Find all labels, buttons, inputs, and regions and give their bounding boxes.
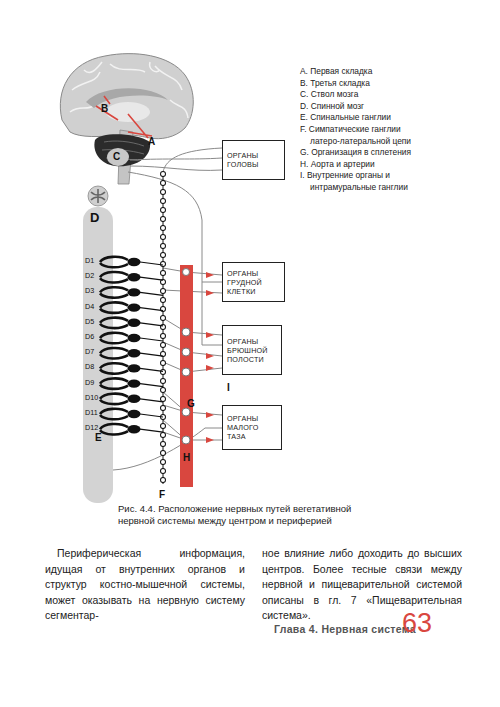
ganglion xyxy=(182,436,190,444)
pelvic-line xyxy=(113,428,222,470)
spinal-nerve xyxy=(100,348,163,358)
callout-letter: E xyxy=(95,432,102,443)
red-mark xyxy=(206,365,214,371)
segment-label: D7 xyxy=(85,347,94,356)
red-pathway xyxy=(96,96,152,138)
segment-label: D5 xyxy=(85,317,94,326)
spinal-nerve xyxy=(100,257,163,267)
legend-item: E. Спинальные ганглии xyxy=(300,112,422,124)
ganglion xyxy=(182,408,190,416)
legend-item: A. Первая складка xyxy=(300,66,422,78)
legend-list: A. Первая складкаB. Третья складкаC. Ств… xyxy=(300,66,422,194)
vagus-branch xyxy=(202,282,222,283)
segment-label: D3 xyxy=(85,286,94,295)
cranial-nerve xyxy=(130,158,222,160)
body-text: Периферическая информация, идущая от вну… xyxy=(45,546,245,624)
chain-ganglia xyxy=(160,174,166,484)
callout-letter: A xyxy=(148,136,155,147)
segment-label: D10 xyxy=(85,393,98,402)
page-number: 63 xyxy=(402,608,432,639)
ganglion xyxy=(182,368,190,376)
ganglion xyxy=(183,269,190,276)
organ-box: ОРГАНЫ ГОЛОВЫ xyxy=(222,140,285,180)
legend-item: D. Спинной мозг xyxy=(300,101,422,113)
legend-item: I. Внутренние органы и интрамуральные га… xyxy=(300,170,422,193)
organ-box: ОРГАНЫ БРЮШНОЙ ПОЛОСТИ xyxy=(222,325,282,375)
organ-box: ОРГАНЫ ГРУДНОЙ КЛЕТКИ xyxy=(222,262,285,302)
sympathetic-chain xyxy=(163,172,164,484)
red-mark xyxy=(206,290,214,296)
vagus-line xyxy=(128,172,222,345)
spinal-nerve xyxy=(100,363,163,373)
figure-caption: Рис. 4.4. Расположение нервных путей вег… xyxy=(118,503,390,526)
segment-label: D11 xyxy=(85,408,98,417)
box-label: ОРГАНЫ ГРУДНОЙ КЛЕТКИ xyxy=(227,269,280,296)
legend-item: H. Аорта и артерии xyxy=(300,159,422,171)
segment-label: D1 xyxy=(85,256,94,265)
segment-label: D4 xyxy=(85,302,94,311)
spinal-nerve xyxy=(100,302,163,312)
grey-matter xyxy=(91,189,105,203)
thalamus xyxy=(106,102,150,122)
callout-letter: G xyxy=(187,398,195,409)
callout-letter: F xyxy=(159,489,165,500)
callout-letter: H xyxy=(183,452,190,463)
aorta-bar xyxy=(180,265,193,487)
cord-section xyxy=(88,186,108,206)
red-mark xyxy=(206,412,214,418)
ganglion xyxy=(182,328,190,336)
callout-letter: D xyxy=(90,210,99,225)
cranial-nerve xyxy=(130,166,222,170)
segment-label: D12 xyxy=(85,423,98,432)
segment-label: D6 xyxy=(85,332,94,341)
spinal-nerve xyxy=(100,287,163,297)
callout-letter: I xyxy=(227,382,230,393)
legend-item: C. Ствол мозга xyxy=(300,89,422,101)
spinal-nerve xyxy=(100,272,163,282)
red-mark xyxy=(206,272,214,278)
chain-ganglia-fill xyxy=(161,174,165,484)
spinal-nerve xyxy=(100,318,163,328)
spinal-nerve xyxy=(100,394,163,404)
box-label: ОРГАНЫ БРЮШНОЙ ПОЛОСТИ xyxy=(227,337,277,364)
segment-label: D2 xyxy=(85,271,94,280)
spinal-cord xyxy=(83,207,113,503)
box-label: ОРГАНЫ ГОЛОВЫ xyxy=(227,151,280,169)
legend-item: G. Организация в сплетения xyxy=(300,147,422,159)
red-mark xyxy=(206,437,214,443)
red-mark xyxy=(206,353,214,359)
brainstem-nucleus xyxy=(107,148,129,166)
spinal-nerve xyxy=(100,378,163,388)
cerebellum xyxy=(94,134,150,166)
ganglion xyxy=(182,348,190,356)
red-marks xyxy=(206,272,214,443)
spinal-nerve xyxy=(100,409,163,419)
callout-letter: C xyxy=(113,151,120,162)
sympathetic-head-line xyxy=(163,148,222,172)
brain-outline xyxy=(60,54,193,139)
legend-item: F. Симпатические ганглии латеро-латераль… xyxy=(300,124,422,147)
box-label: ОРГАНЫ МАЛОГО ТАЗА xyxy=(227,414,277,441)
spinal-nerve xyxy=(100,333,163,343)
legend-item: B. Третья складка xyxy=(300,78,422,90)
chapter-footer: Глава 4. Нервная система xyxy=(274,623,416,635)
callout-letter: B xyxy=(101,103,108,114)
segment-label: D9 xyxy=(85,378,94,387)
spinal-nerve xyxy=(100,424,163,434)
red-mark xyxy=(206,332,214,338)
organ-box: ОРГАНЫ МАЛОГО ТАЗА xyxy=(222,405,282,450)
segment-label: D8 xyxy=(85,362,94,371)
prevertebral-ganglia xyxy=(182,269,190,445)
